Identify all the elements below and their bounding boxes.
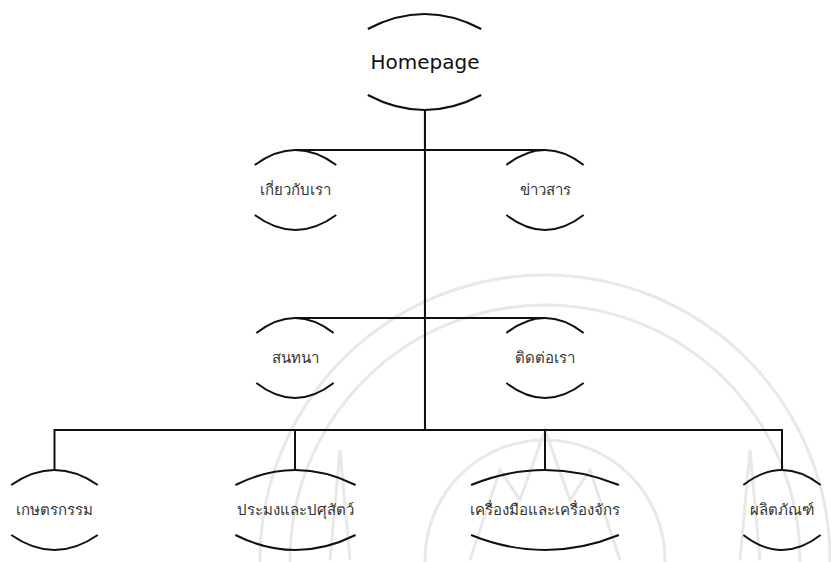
bottom-arc bbox=[471, 535, 619, 550]
bottom-arc bbox=[506, 383, 583, 398]
page-node: สนทนา bbox=[249, 311, 341, 405]
bottom-arc bbox=[256, 383, 333, 398]
page-node: เครื่องมือและเครื่องจักร bbox=[457, 463, 633, 557]
top-arc bbox=[254, 150, 335, 165]
top-arc bbox=[506, 318, 583, 333]
tree-connector bbox=[425, 110, 782, 470]
top-arc bbox=[471, 470, 619, 485]
tree-connector bbox=[295, 110, 425, 318]
node-label: สนทนา bbox=[272, 346, 319, 370]
tree-connector bbox=[425, 110, 545, 318]
top-arc bbox=[11, 470, 98, 485]
node-label: ติดต่อเรา bbox=[515, 346, 575, 370]
page-node: เกษตรกรรม bbox=[3, 463, 106, 557]
page-node: Homepage bbox=[357, 7, 492, 117]
node-label: ประมงและปศุสัตว์ bbox=[237, 498, 354, 522]
page-node: ติดต่อเรา bbox=[499, 311, 591, 405]
top-arc bbox=[368, 14, 481, 29]
top-arc bbox=[235, 470, 355, 485]
page-node: ข่าวสาร bbox=[499, 143, 591, 237]
page-node: เกี่ยวกับเรา bbox=[247, 143, 344, 237]
tree-connector bbox=[425, 110, 545, 470]
tree-connector bbox=[55, 110, 425, 470]
top-arc bbox=[743, 470, 820, 485]
tree-connector bbox=[295, 110, 425, 150]
node-label: ผลิตภัณฑ์ bbox=[750, 498, 814, 522]
page-node: ผลิตภัณฑ์ bbox=[736, 463, 828, 557]
bottom-arc bbox=[743, 535, 820, 550]
bottom-arc bbox=[368, 95, 481, 110]
bottom-arc bbox=[235, 535, 355, 550]
tree-connector bbox=[425, 110, 545, 150]
bottom-arc bbox=[506, 215, 583, 230]
node-label: Homepage bbox=[370, 50, 479, 74]
bottom-arc bbox=[11, 535, 98, 550]
page-node: ประมงและปศุสัตว์ bbox=[224, 463, 367, 557]
node-label: เครื่องมือและเครื่องจักร bbox=[470, 498, 620, 522]
node-label: เกี่ยวกับเรา bbox=[260, 178, 331, 202]
top-arc bbox=[256, 318, 333, 333]
bottom-arc bbox=[254, 215, 335, 230]
node-label: ข่าวสาร bbox=[520, 178, 571, 202]
top-arc bbox=[506, 150, 583, 165]
node-label: เกษตรกรรม bbox=[16, 498, 93, 522]
tree-connector bbox=[295, 110, 425, 470]
